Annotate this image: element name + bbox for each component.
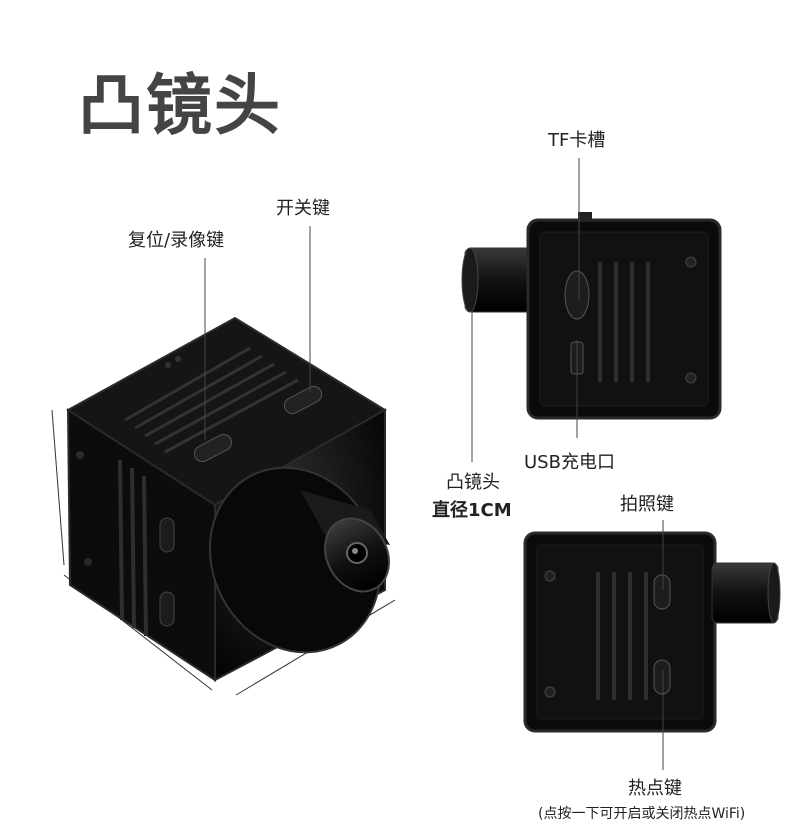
label-power: 开关键 bbox=[276, 198, 330, 219]
label-lens-diameter: 直径1CM bbox=[432, 500, 512, 521]
label-tf-slot: TF卡槽 bbox=[548, 130, 606, 151]
camera-side-view-top bbox=[461, 212, 722, 420]
label-photo: 拍照键 bbox=[620, 494, 674, 515]
label-reset-record: 复位/录像键 bbox=[128, 230, 225, 251]
camera-main-view bbox=[51, 316, 396, 696]
label-hotspot-note: (点按一下可开启或关闭热点WiFi) bbox=[538, 806, 746, 822]
leader-lines bbox=[204, 158, 664, 770]
label-hotspot: 热点键 bbox=[628, 778, 682, 799]
label-usb-port: USB充电口 bbox=[524, 452, 615, 473]
label-lens: 凸镜头 bbox=[446, 472, 500, 493]
page-title: 凸镜头 bbox=[78, 67, 282, 144]
camera-side-view-bottom bbox=[523, 531, 781, 733]
